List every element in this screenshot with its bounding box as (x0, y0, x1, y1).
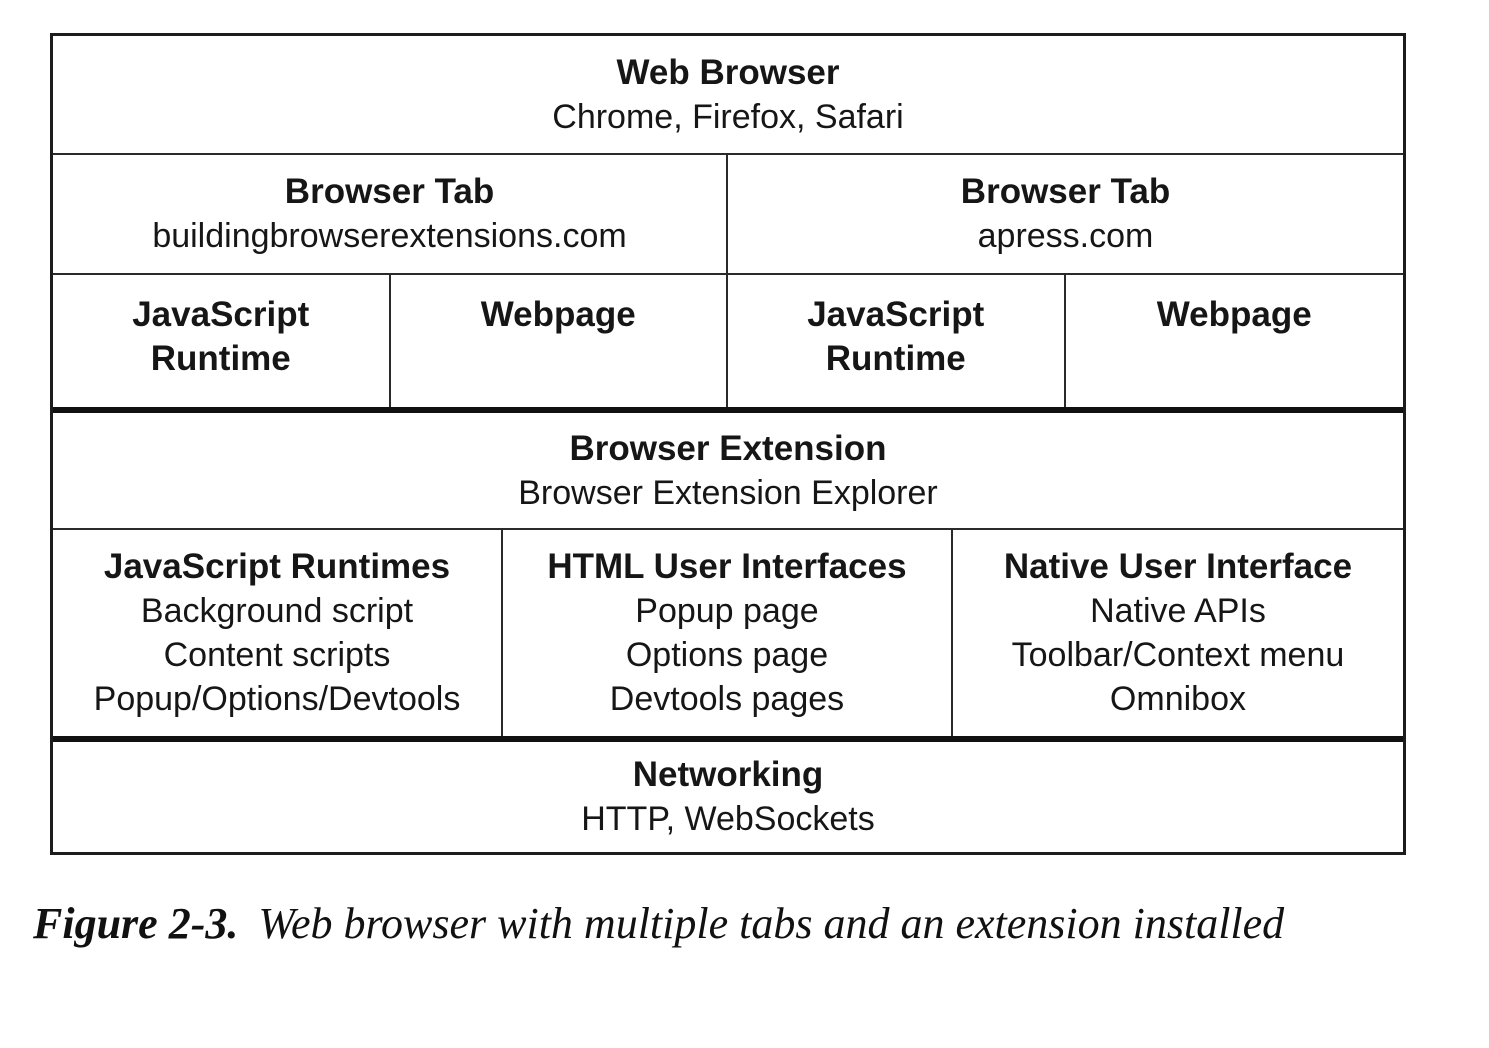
js-runtime-cell-tab1: JavaScript Runtime (53, 275, 391, 407)
extension-js-runtimes-item: Background script (140, 592, 414, 630)
networking-top-separator (53, 736, 1403, 742)
webpage-cell-tab2: Webpage (1066, 275, 1404, 407)
browser-tab-left-url: buildingbrowserextensions.com (152, 217, 627, 255)
js-runtime-cell-tab2: JavaScript Runtime (728, 275, 1066, 407)
browser-architecture-diagram: Web Browser Chrome, Firefox, Safari Brow… (50, 33, 1406, 855)
js-runtime-label-tab1: JavaScript Runtime (132, 295, 310, 378)
browser-tab-right: Browser Tab apress.com (728, 155, 1403, 273)
browser-tabs-layer: Browser Tab buildingbrowserextensions.co… (53, 155, 1403, 275)
web-browser-subtitle: Chrome, Firefox, Safari (552, 97, 904, 136)
browser-extension-title: Browser Extension (569, 428, 887, 468)
extension-js-runtimes-column: JavaScript Runtimes Background script Co… (53, 530, 503, 736)
extension-js-runtimes-title: JavaScript Runtimes (103, 547, 451, 586)
extension-native-ui-item: Toolbar/Context menu (1011, 636, 1345, 674)
networking-layer: Networking HTTP, WebSockets (53, 742, 1403, 852)
extension-top-separator (53, 407, 1403, 413)
extension-js-runtimes-item: Popup/Options/Devtools (93, 680, 461, 718)
extension-js-runtimes-item: Content scripts (163, 636, 391, 674)
web-browser-layer: Web Browser Chrome, Firefox, Safari (53, 36, 1403, 155)
webpage-label-tab1: Webpage (480, 295, 636, 334)
extension-html-ui-item: Popup page (635, 592, 819, 630)
browser-tab-right-title: Browser Tab (960, 172, 1171, 211)
extension-components-layer: JavaScript Runtimes Background script Co… (53, 530, 1403, 736)
webpage-label-tab2: Webpage (1156, 295, 1312, 334)
extension-html-ui-item: Options page (625, 636, 829, 674)
figure-caption-text: Web browser with multiple tabs and an ex… (258, 899, 1285, 948)
browser-tab-left-title: Browser Tab (284, 172, 495, 211)
browser-tab-right-url: apress.com (977, 217, 1154, 255)
js-runtime-label-tab2: JavaScript Runtime (807, 295, 985, 378)
tab-contents-layer: JavaScript Runtime Webpage JavaScript Ru… (53, 275, 1403, 407)
figure-caption-label: Figure 2-3. (33, 899, 239, 948)
extension-html-ui-title: HTML User Interfaces (547, 547, 907, 586)
browser-tab-left: Browser Tab buildingbrowserextensions.co… (53, 155, 728, 273)
extension-native-ui-title: Native User Interface (1003, 547, 1353, 586)
extension-native-ui-item: Omnibox (1109, 680, 1246, 718)
web-browser-title: Web Browser (616, 52, 840, 92)
networking-subtitle: HTTP, WebSockets (581, 800, 875, 838)
extension-native-ui-column: Native User Interface Native APIs Toolba… (953, 530, 1403, 736)
extension-native-ui-item: Native APIs (1090, 592, 1266, 630)
extension-html-ui-column: HTML User Interfaces Popup page Options … (503, 530, 953, 736)
webpage-cell-tab1: Webpage (391, 275, 728, 407)
extension-html-ui-item: Devtools pages (609, 680, 845, 718)
browser-extension-subtitle: Browser Extension Explorer (518, 473, 938, 512)
figure-caption: Figure 2-3. Web browser with multiple tab… (33, 893, 1313, 955)
networking-title: Networking (632, 755, 824, 794)
browser-extension-layer: Browser Extension Browser Extension Expl… (53, 413, 1403, 530)
